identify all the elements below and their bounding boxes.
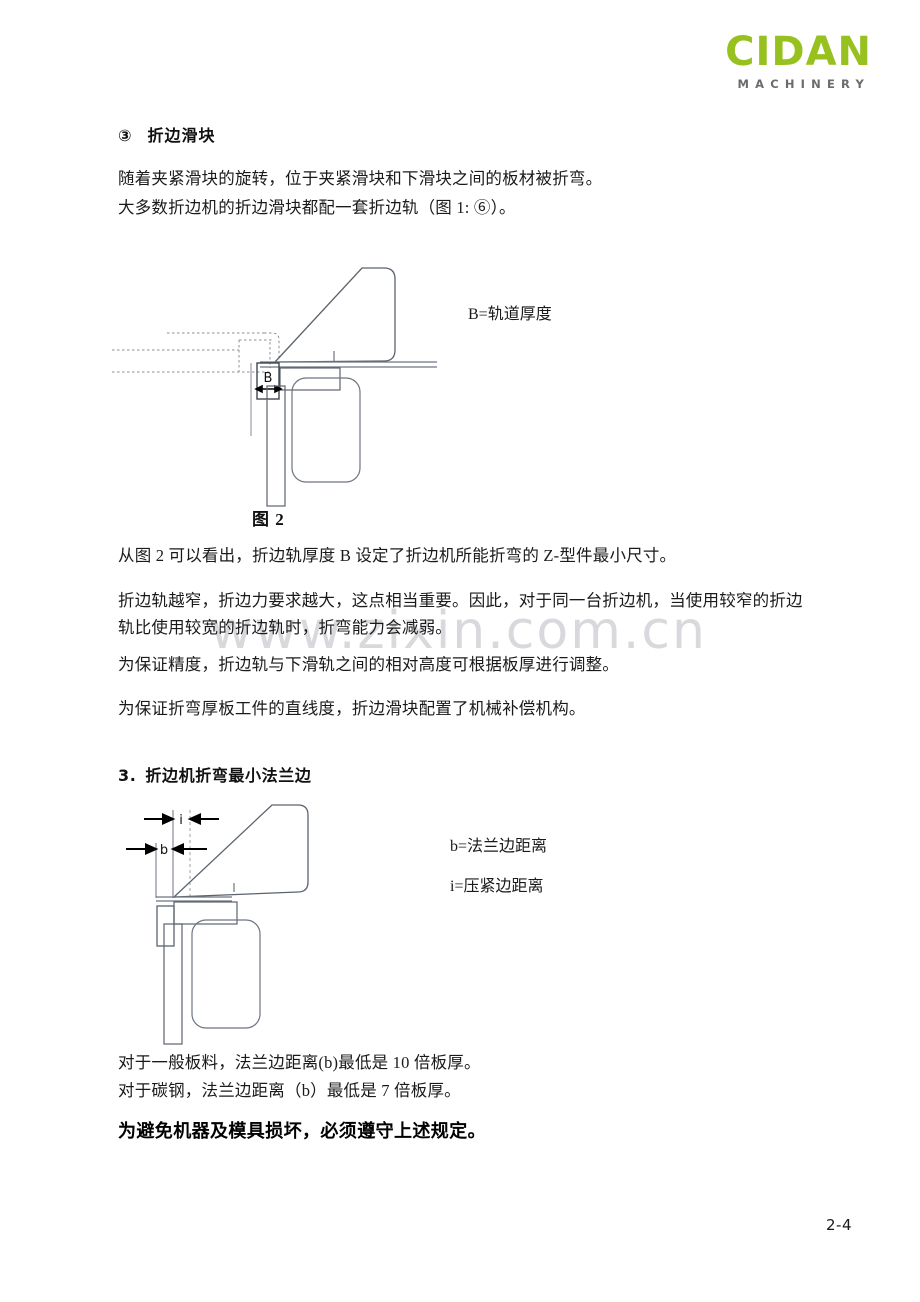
logo-subtitle: MACHINERY — [737, 77, 870, 91]
logo-wordmark: CIDAN — [725, 29, 872, 75]
conclusion-note: 为避免机器及模具损坏，必须遵守上述规定。 — [118, 1121, 486, 1141]
figure-1-caption: 图 2 — [252, 510, 285, 529]
item-heading: ③ 折边滑块 — [118, 122, 216, 146]
figure-2-dimension-label-i: i — [179, 813, 183, 828]
figure-1-dimension-label: B — [264, 371, 273, 386]
paragraph-fig1-2: 折边轨越窄，折边力要求越大，这点相当重要。因此，对于同一台折边机，当使用较窄的折… — [118, 591, 803, 637]
section-3-heading: 3. 折边机折弯最小法兰边 — [118, 762, 311, 786]
paragraph-fig1-3: 为保证精度，折边轨与下滑轨之间的相对高度可根据板厚进行调整。 — [118, 655, 619, 674]
figure-1-side-label: B=轨道厚度 — [468, 306, 552, 323]
figure-2-drawing: i b — [126, 804, 309, 1045]
item-title: 折边滑块 — [147, 126, 216, 145]
figure-1: B 图 2 — [112, 250, 452, 530]
item-marker: ③ — [118, 126, 132, 145]
figure-2-side-label-i: i=压紧边距离 — [450, 878, 544, 895]
section-3-title: 折边机折弯最小法兰边 — [145, 766, 312, 785]
paragraph-fig1-4: 为保证折弯厚板工件的直线度，折边滑块配置了机械补偿机构。 — [118, 699, 586, 718]
figure-2-side-label-b: b=法兰边距离 — [450, 838, 548, 855]
intro-paragraph-2: 大多数折边机的折边滑块都配一套折边轨（图 1: ⑥）。 — [118, 198, 516, 217]
paragraph-fig2-2: 对于碳钢，法兰边距离（b）最低是 7 倍板厚。 — [118, 1081, 461, 1100]
paragraph-fig1-1: 从图 2 可以看出，折边轨厚度 B 设定了折边机所能折弯的 Z-型件最小尺寸。 — [118, 546, 677, 565]
page-number: 2-4 — [826, 1216, 852, 1234]
figure-2-dimension-label-b: b — [160, 843, 168, 858]
intro-paragraph-1: 随着夹紧滑块的旋转，位于夹紧滑块和下滑块之间的板材被折弯。 — [118, 169, 603, 188]
figure-2: i b — [112, 798, 382, 1048]
figure-1-drawing: B — [112, 267, 437, 507]
paragraph-fig2-1: 对于一般板料，法兰边距离(b)最低是 10 倍板厚。 — [118, 1053, 481, 1072]
section-3-number: 3. — [118, 766, 137, 785]
cidan-logo: CIDAN MACHINERY — [725, 32, 872, 91]
